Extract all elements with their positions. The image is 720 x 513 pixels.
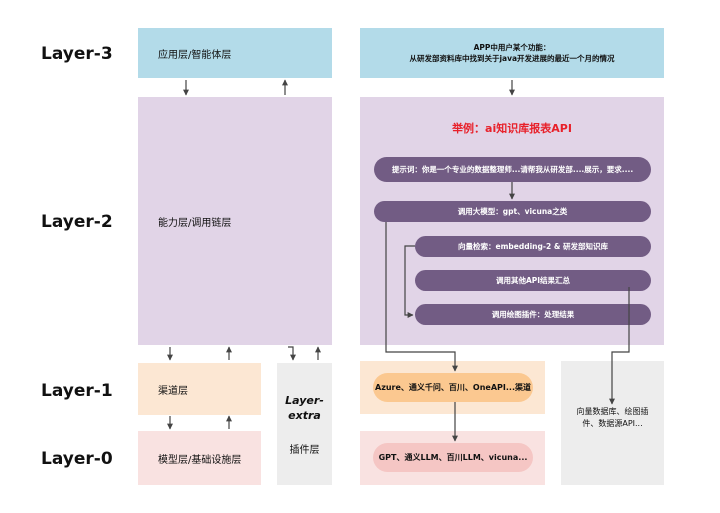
plugin-example-line-2: 件、数据源API... <box>582 419 643 428</box>
layer-1-label: Layer-1 <box>41 381 113 401</box>
plugin-layer-label: 插件层 <box>289 445 320 456</box>
arrow-vector-to-draw <box>404 245 415 318</box>
arrow-draw-to-plugins <box>609 287 630 405</box>
draw-plugin-step: 调用绘图插件：处理结果 <box>415 304 651 325</box>
aggregate-api-step: 调用其他API结果汇总 <box>415 270 651 291</box>
model-layer-label: 模型层/基础设施层 <box>158 454 242 466</box>
layer-extra-label: Layer- extra <box>285 394 324 422</box>
layer-0-label: Layer-0 <box>41 449 113 469</box>
channel-layer-label: 渠道层 <box>158 385 188 397</box>
arrow-llm-to-channel <box>385 222 458 372</box>
call-llm-step: 调用大模型：gpt、vicuna之类 <box>374 201 651 222</box>
layer-3-label: Layer-3 <box>41 44 113 64</box>
model-layer-block: 模型层/基础设施层 <box>138 431 261 485</box>
capability-layer-label: 能力层/调用链层 <box>158 217 232 229</box>
vector-search-step: 向量检索：embedding-2 & 研发部知识库 <box>415 236 651 257</box>
prompt-step: 提示词：你是一个专业的数据整理师...请帮我从研发部....展示，要求.... <box>374 157 651 182</box>
model-example-pill: GPT、通义LLM、百川LLM、vicuna... <box>373 443 533 472</box>
layer-2-label: Layer-2 <box>41 212 113 232</box>
user-request-line-2: 从研发部资料库中找到关于java开发进展的最近一个月的情况 <box>409 54 615 63</box>
channel-layer-block: 渠道层 <box>138 363 261 415</box>
app-layer-block: 应用层/智能体层 <box>138 28 332 78</box>
capability-layer-block: 能力层/调用链层 <box>138 97 332 345</box>
user-request-line-1: APP中用户某个功能： <box>473 43 551 52</box>
plugin-layer-block: Layer- extra 插件层 <box>277 363 332 485</box>
app-layer-label: 应用层/智能体层 <box>158 49 232 61</box>
channel-example-pill: Azure、通义千问、百川、OneAPI...渠道 <box>373 373 533 402</box>
plugin-example-line-1: 向量数据库、绘图插 <box>576 407 649 416</box>
user-request-block: APP中用户某个功能： 从研发部资料库中找到关于java开发进展的最近一个月的情… <box>360 28 664 78</box>
example-title: 举例：ai知识库报表API <box>452 122 572 135</box>
arrow-capability-to-plugin <box>288 346 296 361</box>
